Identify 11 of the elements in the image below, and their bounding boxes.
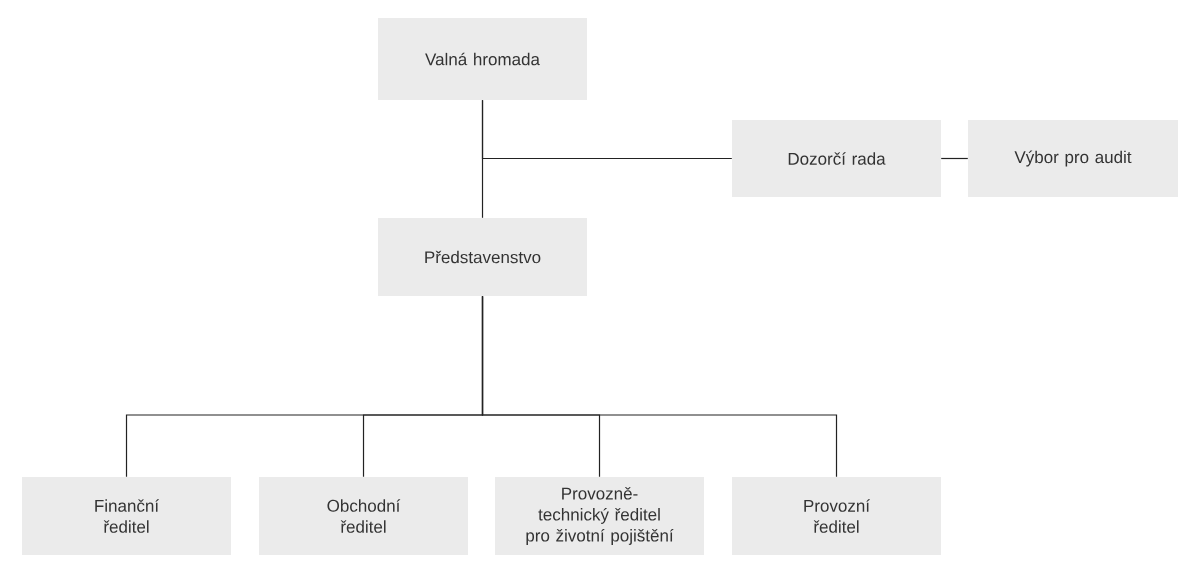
org-box: Provozně-technický ředitel pro životní pojištění xyxy=(495,477,704,555)
org-box: Představenstvo xyxy=(378,218,587,296)
org-box: Provozní ředitel xyxy=(732,477,941,555)
connector-line xyxy=(481,295,838,478)
org-box: Výbor pro audit xyxy=(968,120,1178,197)
org-box: Valná hromada xyxy=(378,18,587,100)
connector-line xyxy=(940,157,969,160)
org-box: Dozorčí rada xyxy=(732,120,941,197)
org-box: Obchodní ředitel xyxy=(259,477,468,555)
org-box: Finanční ředitel xyxy=(22,477,231,555)
connector-line xyxy=(481,99,733,160)
